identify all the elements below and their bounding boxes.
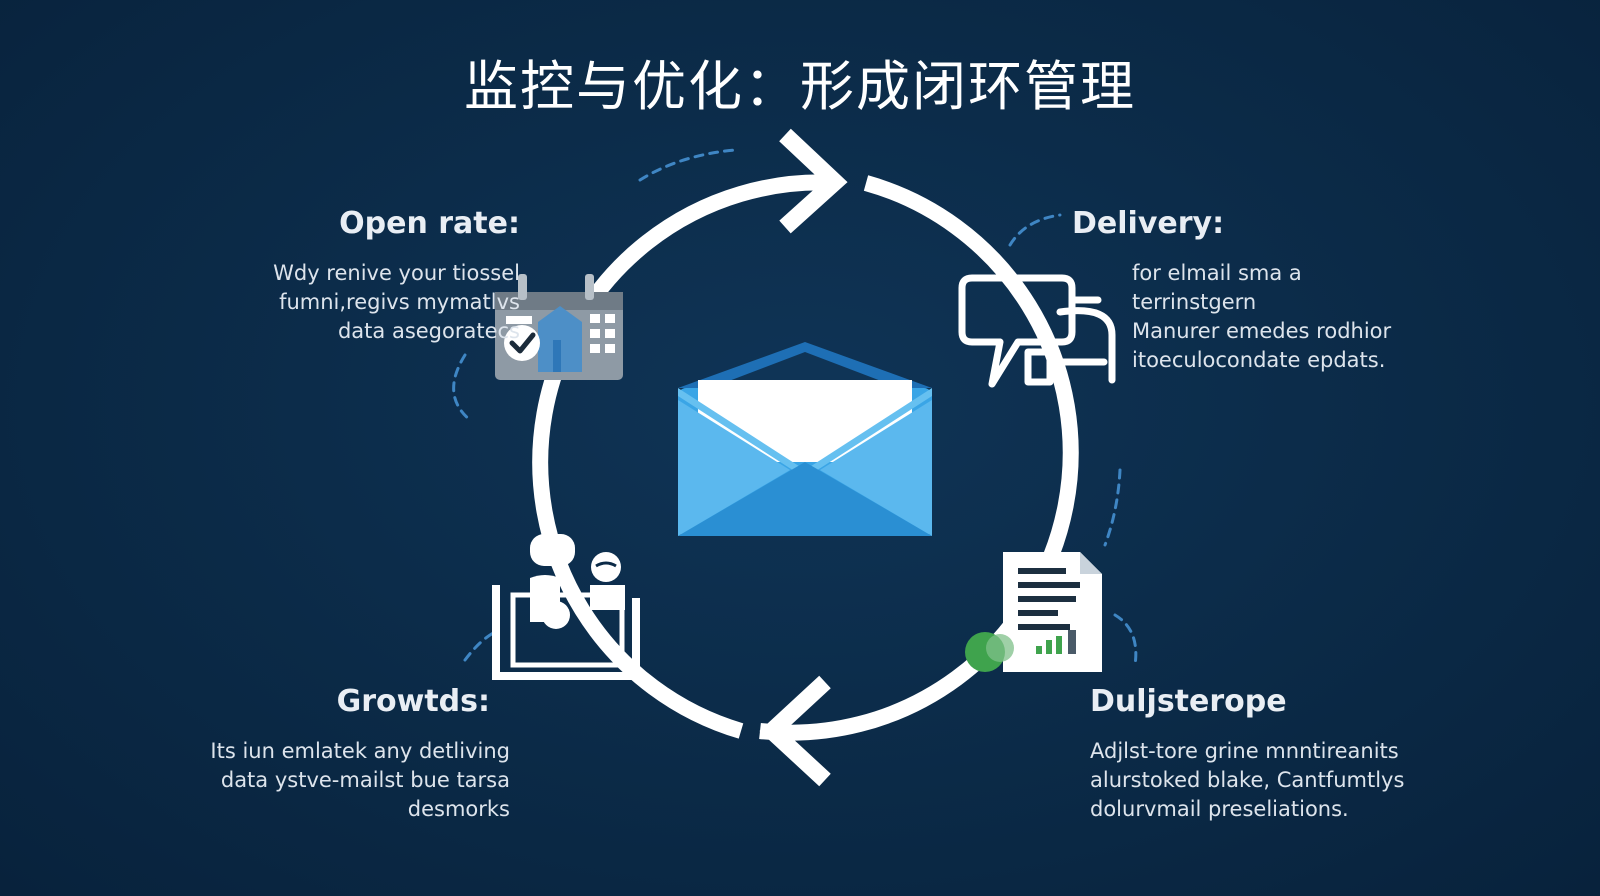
section-line: Its iun emlatek any detliving	[210, 739, 510, 763]
section-line: dolurvmail preseliations.	[1090, 797, 1349, 821]
team-desk-icon	[492, 534, 640, 680]
section-line: Wdy renive your tiossel	[273, 261, 520, 285]
arrow-bottom-icon	[759, 675, 831, 787]
section-adjust: Duljsterope Adjlst-tore grine mnntireani…	[1090, 684, 1450, 824]
section-heading: Delivery:	[1072, 206, 1225, 241]
section-line: desmorks	[407, 797, 510, 821]
section-line: alurstoked blake, Cantfumtlys	[1090, 768, 1405, 792]
arrow-top-icon	[779, 128, 848, 234]
section-line: fumni,regivs mymatlvs	[279, 290, 520, 314]
section-line: for elmail sma a terrinstgern	[1132, 261, 1302, 314]
envelope-icon	[678, 342, 932, 536]
section-delivery: Delivery: for elmail sma a terrinstgern …	[1072, 206, 1432, 375]
cycle-arrows	[759, 128, 848, 787]
section-heading: Duljsterope	[1090, 684, 1287, 719]
section-line: data ystve-mailst bue tarsa	[220, 768, 510, 792]
section-line: Manurer emedes rodhior	[1132, 319, 1392, 343]
cycle-ring	[532, 174, 1079, 741]
dashed-decorations	[452, 148, 1138, 667]
section-heading: Growtds:	[336, 684, 490, 719]
report-document-icon	[965, 552, 1102, 672]
section-line: Adjlst-tore grine mnntireanits	[1090, 739, 1399, 763]
section-line: itoeculocondate epdats.	[1132, 348, 1386, 372]
chat-bubble-icon	[958, 274, 1116, 388]
section-heading: Open rate:	[339, 206, 520, 241]
section-line: data asegoratecs	[337, 319, 520, 343]
page-title: 监控与优化：形成闭环管理	[464, 55, 1136, 118]
section-open-rate: Open rate: Wdy renive your tiossel fumni…	[190, 206, 520, 346]
section-growth: Growtds: Its iun emlatek any detliving d…	[180, 684, 510, 824]
calendar-check-icon	[495, 274, 623, 380]
